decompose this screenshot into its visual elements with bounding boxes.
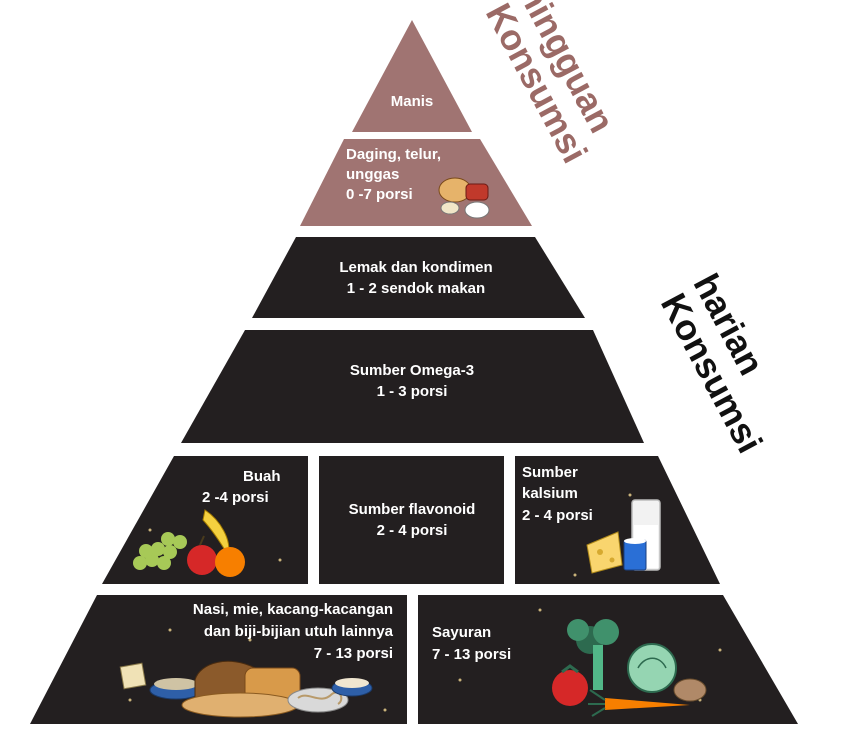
tier-fats xyxy=(252,237,585,318)
calcium-label-line3: 2 - 4 porsi xyxy=(522,507,593,524)
sweets-label: Manis xyxy=(391,93,434,110)
bread-grains-icon xyxy=(119,660,373,718)
fruit-label-line2: 2 -4 porsi xyxy=(202,489,269,506)
flavonoid-label-line1: Sumber flavonoid xyxy=(349,501,476,518)
vegetables-label-line1: Sayuran xyxy=(432,624,491,641)
fruit-icon xyxy=(133,509,245,577)
calcium-label-line2: kalsium xyxy=(522,485,578,502)
tier-flavonoid xyxy=(319,456,504,584)
tier-sweets xyxy=(352,20,472,132)
sparkle-dots xyxy=(128,493,722,712)
side-label-weekly: Konsumsi mingguan xyxy=(478,0,623,169)
vegetables-icon xyxy=(552,619,707,717)
tier-calcium xyxy=(515,456,720,584)
meat-label-line3: 0 -7 porsi xyxy=(346,186,413,203)
tier-omega3 xyxy=(181,330,644,443)
poultry-meat-icon xyxy=(438,177,490,219)
fruit-label-line1: Buah xyxy=(243,468,281,485)
fats-label-line2: 1 - 2 sendok makan xyxy=(347,280,485,297)
grains-label-line2: dan biji-bijian utuh lainnya xyxy=(204,623,394,640)
calcium-label-line1: Sumber xyxy=(522,464,578,481)
grains-label-line1: Nasi, mie, kacang-kacangan xyxy=(193,601,393,618)
flavonoid-label-line2: 2 - 4 porsi xyxy=(377,522,448,539)
omega3-label-line2: 1 - 3 porsi xyxy=(377,383,448,400)
meat-label-line1: Daging, telur, xyxy=(346,146,441,163)
cheese-milk-icon xyxy=(586,499,661,574)
vegetables-label-line2: 7 - 13 porsi xyxy=(432,646,511,663)
side-label-daily: Konsumsi harian xyxy=(653,267,773,460)
grains-label-line3: 7 - 13 porsi xyxy=(314,645,393,662)
fats-label-line1: Lemak dan kondimen xyxy=(339,259,492,276)
omega3-label-line1: Sumber Omega-3 xyxy=(350,362,474,379)
meat-label-line2: unggas xyxy=(346,166,399,183)
